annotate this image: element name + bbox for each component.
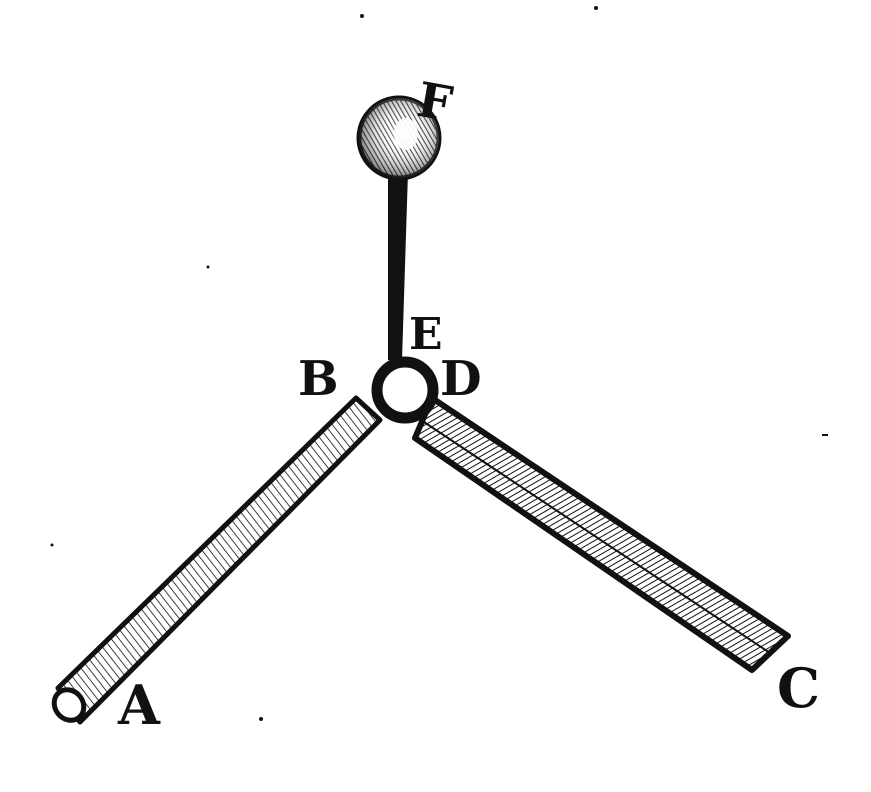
print-specks bbox=[50, 6, 828, 721]
stem-e-f bbox=[388, 172, 408, 360]
label-c: C bbox=[777, 656, 820, 720]
rod-a bbox=[51, 395, 383, 725]
label-b: B bbox=[298, 351, 339, 407]
junction-ring bbox=[371, 356, 439, 424]
label-a: A bbox=[117, 673, 161, 737]
rod-c bbox=[412, 395, 791, 673]
label-e: E bbox=[409, 309, 443, 360]
ball-f bbox=[356, 95, 442, 181]
label-f: F bbox=[413, 72, 456, 133]
label-d: D bbox=[440, 351, 482, 407]
